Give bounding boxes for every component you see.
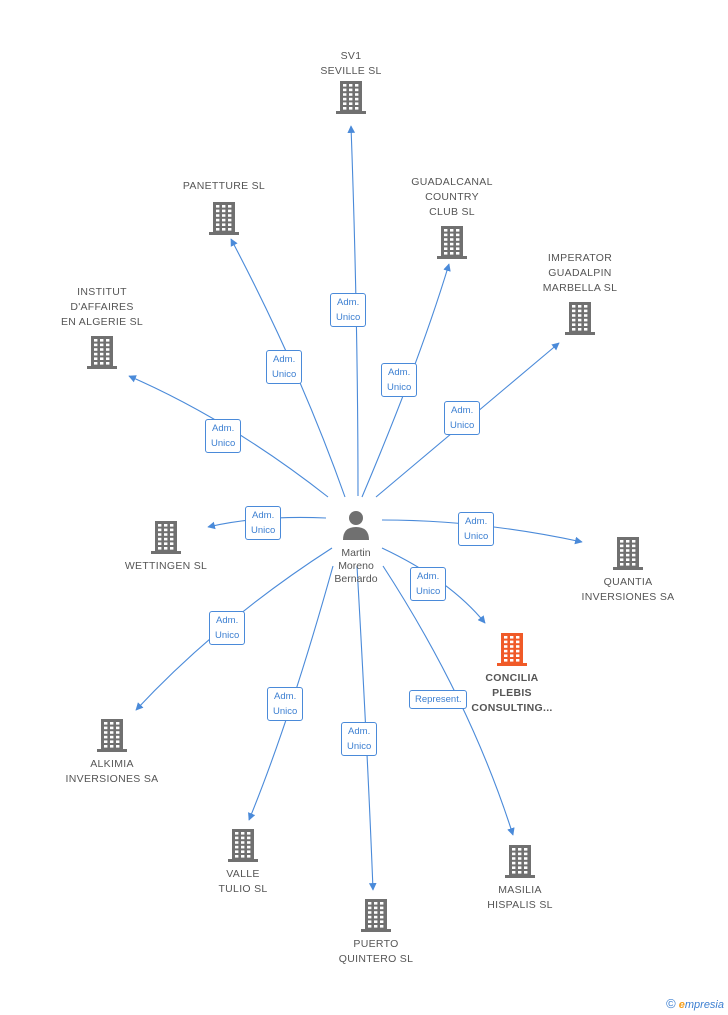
building-icon xyxy=(497,633,527,666)
building-icon xyxy=(437,226,467,259)
company-name: CONCILIA PLEBIS CONSULTING... xyxy=(471,672,553,714)
copyright-symbol: © xyxy=(666,996,676,1011)
company-node-panetture[interactable]: PANETTURE SL xyxy=(144,179,304,236)
company-name: ALKIMIA INVERSIONES SA xyxy=(65,758,159,785)
brand-name: mpresia xyxy=(684,999,724,1011)
company-node-institut[interactable]: INSTITUT D'AFFAIRES EN ALGERIE SL xyxy=(22,285,182,370)
company-node-wettingen[interactable]: WETTINGEN SL xyxy=(86,519,246,574)
company-node-quantia[interactable]: QUANTIA INVERSIONES SA xyxy=(548,535,708,605)
company-node-imperator[interactable]: IMPERATOR GUADALPIN MARBELLA SL xyxy=(500,251,660,336)
company-node-valle[interactable]: VALLE TULIO SL xyxy=(163,827,323,897)
company-node-masilia[interactable]: MASILIA HISPALIS SL xyxy=(440,843,600,913)
company-node-concilia[interactable]: CONCILIA PLEBIS CONSULTING... xyxy=(432,631,592,716)
building-icon xyxy=(97,719,127,752)
person-icon xyxy=(343,511,369,540)
role-badge-guadalcanal[interactable]: Adm. Unico xyxy=(381,363,418,397)
company-name: IMPERATOR GUADALPIN MARBELLA SL xyxy=(542,252,618,294)
company-node-puerto[interactable]: PUERTO QUINTERO SL xyxy=(296,897,456,967)
company-node-guadalcanal[interactable]: GUADALCANAL COUNTRY CLUB SL xyxy=(372,175,532,260)
building-icon xyxy=(87,336,117,369)
building-icon xyxy=(228,829,258,862)
building-icon xyxy=(151,521,181,554)
building-icon xyxy=(209,202,239,235)
company-name: PUERTO QUINTERO SL xyxy=(338,938,414,965)
role-badge-masilia[interactable]: Represent. xyxy=(409,690,468,709)
role-badge-institut[interactable]: Adm. Unico xyxy=(205,419,242,453)
building-icon xyxy=(361,899,391,932)
role-badge-panetture[interactable]: Adm. Unico xyxy=(266,350,303,384)
building-icon xyxy=(565,302,595,335)
building-icon xyxy=(505,845,535,878)
company-node-sv1[interactable]: SV1 SEVILLE SL xyxy=(271,49,431,115)
role-badge-puerto[interactable]: Adm. Unico xyxy=(341,722,378,756)
company-name: INSTITUT D'AFFAIRES EN ALGERIE SL xyxy=(60,286,144,328)
role-badge-imperator[interactable]: Adm. Unico xyxy=(444,401,481,435)
company-name: QUANTIA INVERSIONES SA xyxy=(581,576,675,603)
company-name: GUADALCANAL COUNTRY CLUB SL xyxy=(411,176,493,218)
company-name: PANETTURE SL xyxy=(182,180,266,192)
role-badge-wettingen[interactable]: Adm. Unico xyxy=(245,506,282,540)
company-name: MASILIA HISPALIS SL xyxy=(487,884,553,911)
role-badge-sv1[interactable]: Adm. Unico xyxy=(330,293,367,327)
footer-credit: © empresia xyxy=(666,996,724,1011)
company-name: SV1 SEVILLE SL xyxy=(320,50,382,77)
company-name: WETTINGEN SL xyxy=(124,560,208,572)
center-person[interactable]: Martin Moreno Bernardo xyxy=(296,508,416,586)
center-person-name: Martin Moreno Bernardo xyxy=(334,547,378,585)
role-badge-alkimia[interactable]: Adm. Unico xyxy=(209,611,246,645)
building-icon xyxy=(613,537,643,570)
brand-initial: e xyxy=(678,999,685,1011)
company-node-alkimia[interactable]: ALKIMIA INVERSIONES SA xyxy=(32,717,192,787)
role-badge-valle[interactable]: Adm. Unico xyxy=(267,687,304,721)
role-badge-quantia[interactable]: Adm. Unico xyxy=(458,512,495,546)
role-badge-concilia[interactable]: Adm. Unico xyxy=(410,567,447,601)
company-name: VALLE TULIO SL xyxy=(218,868,268,895)
building-icon xyxy=(336,81,366,114)
